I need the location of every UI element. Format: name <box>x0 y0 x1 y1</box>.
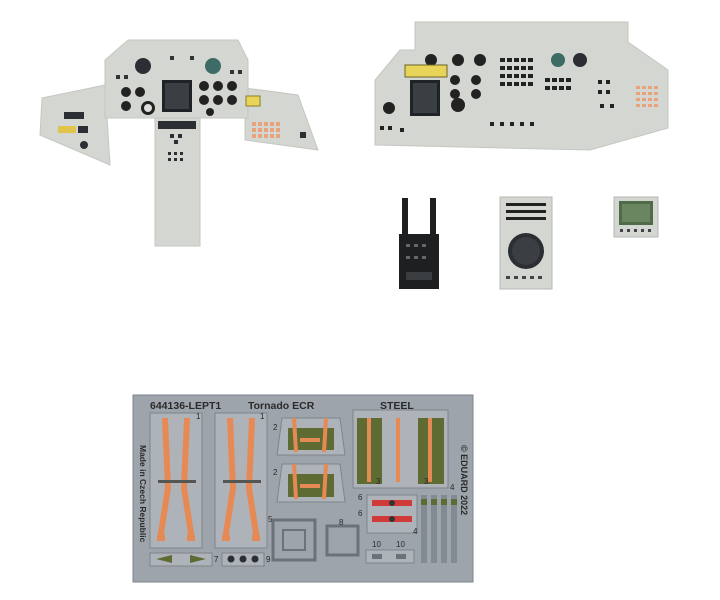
fret-material: STEEL <box>380 400 414 412</box>
buckles-part-7 <box>149 552 213 567</box>
part-number-label: 4 <box>450 483 455 492</box>
part-number-label: 1 <box>260 412 265 421</box>
part-number-label: 9 <box>266 555 271 564</box>
harness-part-1-left <box>149 412 203 549</box>
fret-aircraft-name: Tornado ECR <box>248 400 315 412</box>
rear-cockpit-instrument-panel <box>374 21 669 151</box>
harness-part-3 <box>352 409 449 489</box>
fret-part-code: 644136-LEPT1 <box>150 400 221 412</box>
front-cockpit-instrument-panel <box>39 39 319 247</box>
part-number-label: 3 <box>424 477 429 486</box>
pieces-part-10 <box>365 549 415 564</box>
part-number-label: 2 <box>273 468 278 477</box>
strap-part-6 <box>366 494 418 534</box>
part-number-label: 1 <box>196 412 201 421</box>
strip-part-4 <box>421 495 457 563</box>
part-number-label: 10 <box>372 540 381 549</box>
part-number-label: 2 <box>273 423 278 432</box>
part-number-label: 8 <box>339 518 344 527</box>
throttle-console-decal <box>399 198 439 289</box>
seat-part-2-upper <box>276 417 346 456</box>
part-number-label: 7 <box>214 555 219 564</box>
part-number-label: 5 <box>268 515 273 524</box>
frame-part-5 <box>271 518 317 562</box>
bracket-part-8 <box>325 524 360 557</box>
fret-copyright: © EDUARD 2022 <box>459 445 469 515</box>
part-number-label: 6 <box>358 493 363 502</box>
part-number-label: 3 <box>376 477 381 486</box>
seat-part-2-lower <box>276 463 346 503</box>
fret-origin: Made in Czech Republic <box>138 445 148 543</box>
part-number-label: 6 <box>358 509 363 518</box>
radar-display-decal <box>499 196 553 290</box>
part-number-label: 4 <box>413 527 418 536</box>
harness-part-1-right <box>214 412 268 549</box>
knobs-part-9 <box>221 552 265 567</box>
part-number-label: 10 <box>396 540 405 549</box>
small-display-decal <box>613 196 659 238</box>
